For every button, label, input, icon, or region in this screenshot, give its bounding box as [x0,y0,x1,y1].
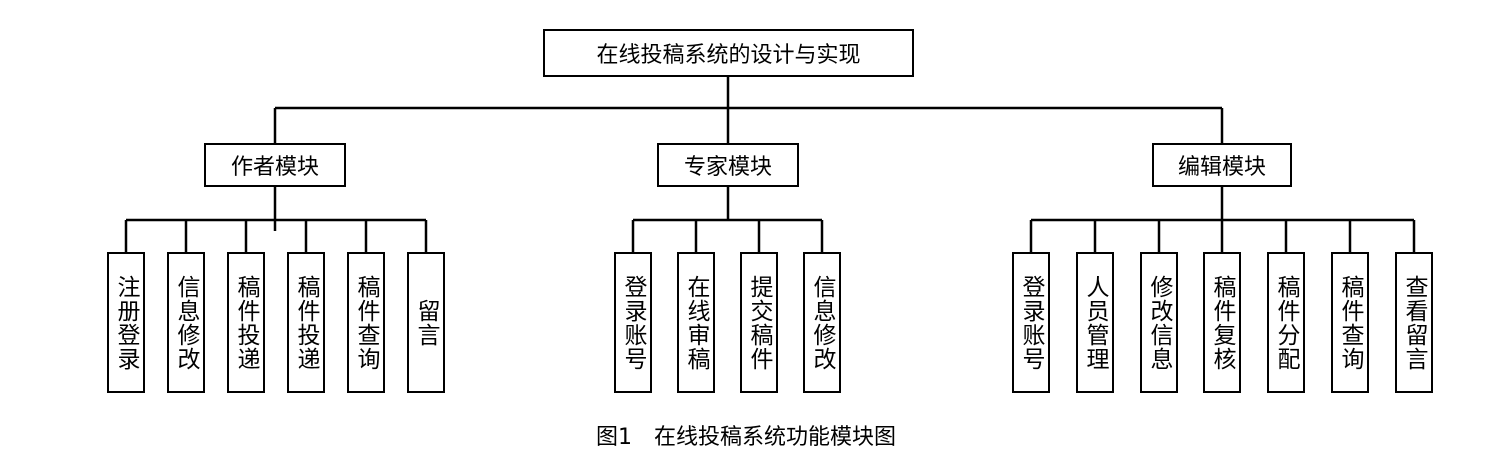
leaf-node: 修改信息 [1140,252,1178,393]
leaf-node: 稿件复核 [1203,252,1241,393]
leaf-label: 信息修改 [809,274,835,371]
leaf-label: 注册登录 [113,274,139,371]
leaf-label: 信息修改 [173,274,199,371]
leaf-node: 稿件查询 [347,252,385,393]
leaf-node: 登录账号 [614,252,652,393]
leaf-label: 人员管理 [1082,274,1108,371]
leaf-label: 稿件分配 [1273,274,1299,371]
module-node-editor: 编辑模块 [1152,143,1292,187]
leaf-label: 查看留言 [1401,274,1427,371]
leaf-label: 稿件查询 [1337,274,1363,371]
leaf-label: 稿件投递 [293,274,319,371]
module-label: 作者模块 [230,155,319,180]
leaf-node: 查看留言 [1395,252,1433,393]
module-label: 专家模块 [683,155,772,180]
leaf-label: 登录账号 [620,274,646,371]
leaf-label: 稿件复核 [1209,274,1235,371]
leaf-node: 稿件分配 [1267,252,1305,393]
leaf-node: 稿件查询 [1331,252,1369,393]
leaf-label: 留言 [413,298,439,347]
module-node-expert: 专家模块 [657,143,799,187]
leaf-node: 信息修改 [803,252,841,393]
leaf-node: 登录账号 [1012,252,1050,393]
leaf-node: 注册登录 [107,252,145,393]
leaf-label: 在线审稿 [683,274,709,371]
leaf-label: 提交稿件 [746,274,772,371]
leaf-label: 修改信息 [1146,274,1172,371]
leaf-node: 稿件投递 [287,252,325,393]
root-node: 在线投稿系统的设计与实现 [543,29,914,77]
leaf-node: 留言 [407,252,445,393]
module-label: 编辑模块 [1177,155,1266,180]
leaf-node: 在线审稿 [677,252,715,393]
leaf-label: 稿件投递 [233,274,259,371]
leaf-node: 人员管理 [1076,252,1114,393]
leaf-label: 登录账号 [1018,274,1044,371]
root-label: 在线投稿系统的设计与实现 [596,43,861,68]
module-node-author: 作者模块 [204,143,346,187]
leaf-label: 稿件查询 [353,274,379,371]
leaf-node: 信息修改 [167,252,205,393]
leaf-node: 提交稿件 [740,252,778,393]
leaf-node: 稿件投递 [227,252,265,393]
figure-caption: 图1 在线投稿系统功能模块图 [596,425,896,450]
